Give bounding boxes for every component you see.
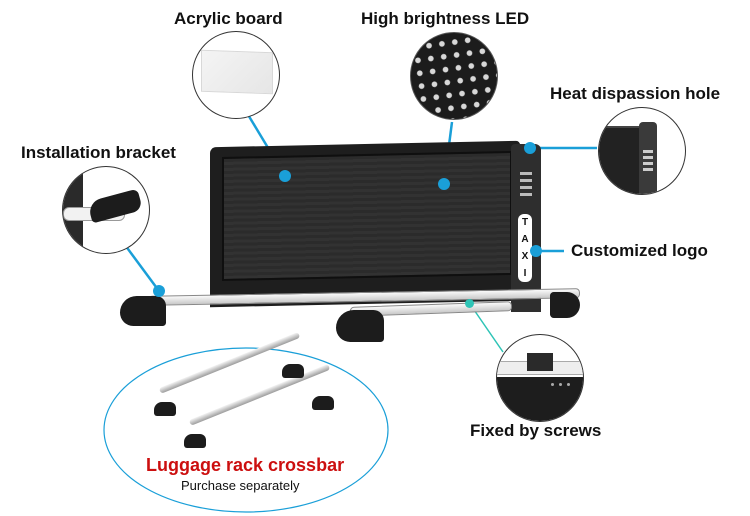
screws-clamp-image xyxy=(527,353,553,371)
heat-hole-label: Heat dispassion hole xyxy=(550,84,721,103)
bracket-bubble xyxy=(62,166,150,254)
led-matrix-image xyxy=(411,33,497,119)
screws-bubble xyxy=(496,334,584,422)
sign-side-panel: T A X I xyxy=(511,144,541,312)
high-brightness-led-label: High brightness LED xyxy=(361,9,530,28)
crossbar-subtitle: Purchase separately xyxy=(181,478,300,493)
acrylic-dot xyxy=(279,170,291,182)
bracket-foot-right xyxy=(550,292,580,318)
led-screen xyxy=(222,150,512,281)
logo-letter: I xyxy=(523,268,527,279)
logo-letter: T xyxy=(521,217,529,228)
led-dot xyxy=(438,178,450,190)
acrylic-board-bubble xyxy=(192,31,280,119)
heat-hole-bubble xyxy=(598,107,686,195)
logo-dot xyxy=(530,245,542,257)
crossbar-illustration xyxy=(150,332,340,450)
led-taxi-sign xyxy=(210,140,520,308)
logo-letter: A xyxy=(521,234,529,245)
fixed-by-screws-label: Fixed by screws xyxy=(470,421,602,440)
bracket-dot xyxy=(153,285,165,297)
taxi-logo: T A X I xyxy=(518,214,532,282)
screws-housing-image xyxy=(497,377,583,421)
acrylic-panel-image xyxy=(201,49,273,95)
panel-edge-image xyxy=(599,126,639,194)
bracket-foot-front xyxy=(336,310,384,342)
side-bar-image xyxy=(639,122,657,194)
heat-hole-dot xyxy=(524,142,536,154)
installation-bracket-label: Installation bracket xyxy=(21,143,176,162)
bracket-foot-left xyxy=(120,296,166,326)
screws-dot xyxy=(465,299,474,308)
acrylic-board-label: Acrylic board xyxy=(174,9,283,28)
customized-logo-label: Customized logo xyxy=(571,241,708,260)
logo-letter: X xyxy=(521,251,529,262)
crossbar-title: Luggage rack crossbar xyxy=(146,455,345,475)
led-bubble xyxy=(410,32,498,120)
